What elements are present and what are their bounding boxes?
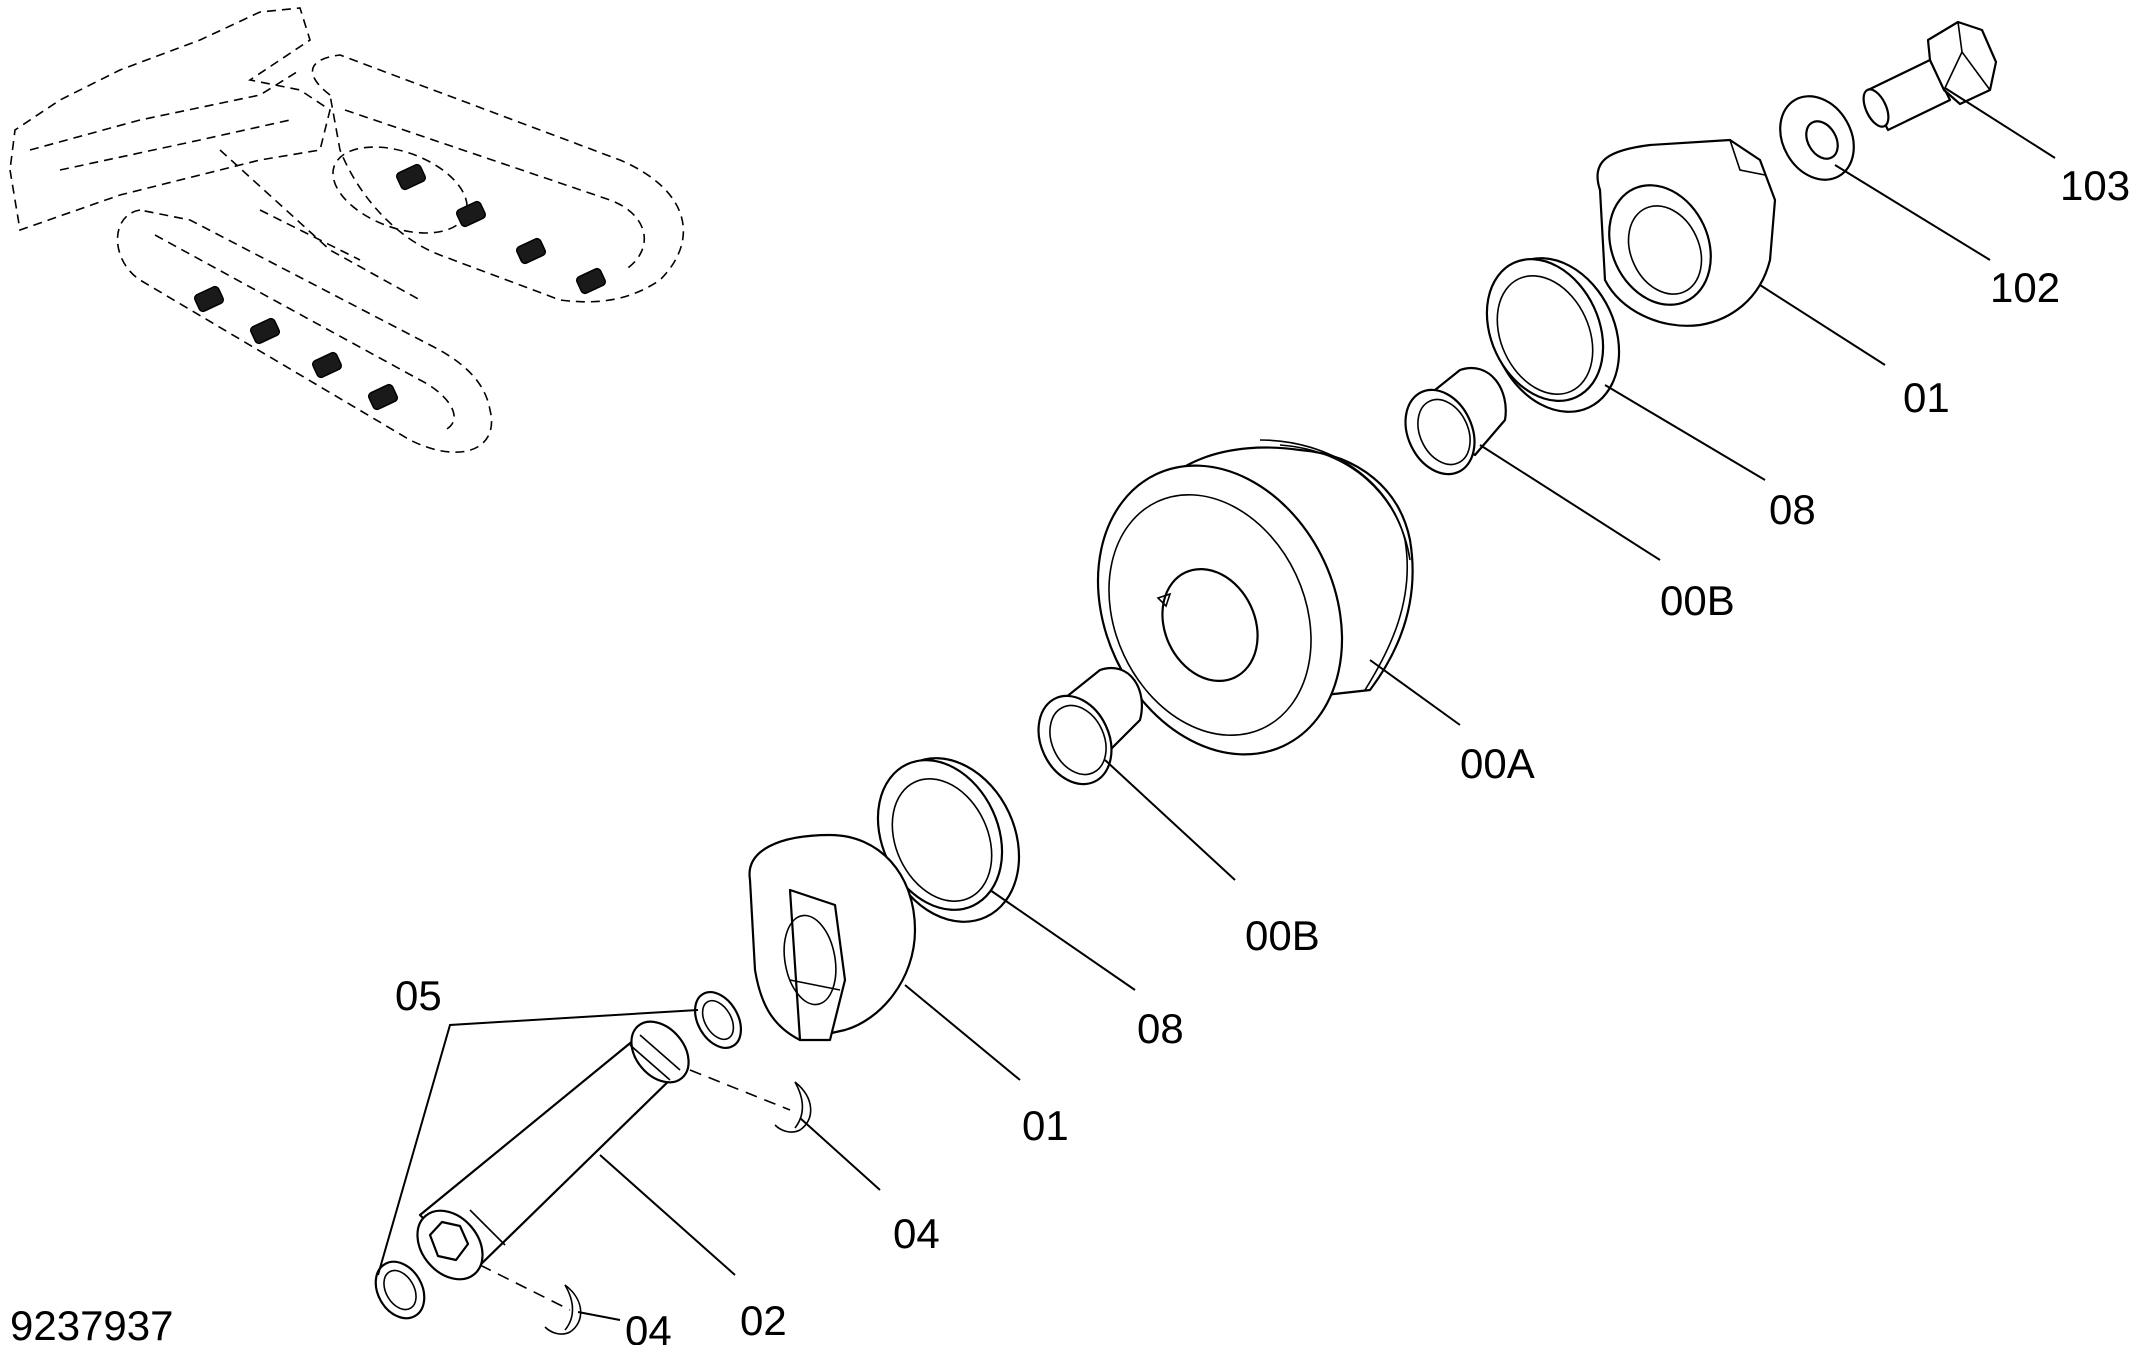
- hex-bolt-icon: [1862, 20, 1998, 132]
- undercarriage-locator-icon: [9, 7, 685, 454]
- o-ring-icon: [374, 1260, 426, 1320]
- leader-lines: [377, 87, 2056, 1321]
- callout-01-bottom: 01: [1022, 1102, 1069, 1149]
- callout-01-top: 01: [1903, 374, 1950, 421]
- shaft-icon: [416, 1020, 690, 1281]
- callout-04-lower: 04: [625, 1307, 672, 1345]
- bushing-icon: [1404, 367, 1507, 476]
- callout-00b-top: 00B: [1660, 577, 1735, 624]
- callout-00b-bottom: 00B: [1245, 912, 1320, 959]
- callout-05: 05: [395, 972, 442, 1019]
- callout-08-bottom: 08: [1137, 1005, 1184, 1052]
- callout-02: 02: [740, 1297, 787, 1344]
- bushing-icon: [1037, 667, 1143, 786]
- callouts: 103 102 01 08 00B 00A 00B 08 01 05 04 04…: [395, 162, 2130, 1345]
- retainer-pin-icon: [479, 1264, 582, 1335]
- o-ring-icon: [693, 991, 743, 1049]
- callout-04-upper: 04: [893, 1210, 940, 1257]
- document-number: 9237937: [10, 1302, 174, 1345]
- end-collar-icon: [748, 833, 917, 1042]
- callout-102: 102: [1990, 264, 2060, 311]
- callout-103: 103: [2060, 162, 2130, 209]
- callout-08-top: 08: [1769, 486, 1816, 533]
- callout-00a: 00A: [1460, 740, 1535, 787]
- floating-seal-icon: [876, 757, 1021, 923]
- floating-seal-icon: [1485, 257, 1621, 413]
- retainer-pin-icon: [689, 1069, 812, 1133]
- end-collar-icon: [1596, 138, 1777, 327]
- washer-icon: [1779, 95, 1855, 181]
- track-roller-icon: [1096, 439, 1414, 756]
